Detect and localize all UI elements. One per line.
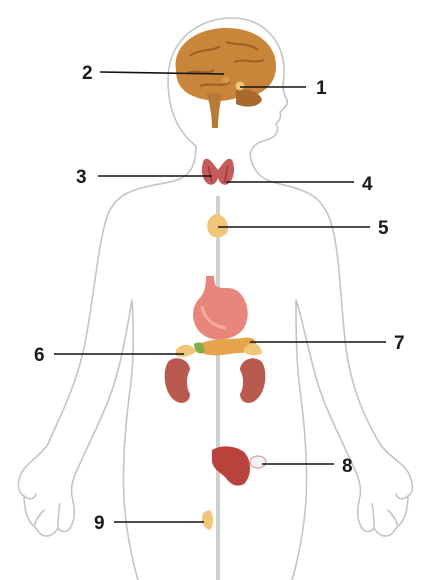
thymus-gland <box>207 214 228 237</box>
adrenal-gland <box>176 345 196 357</box>
pituitary-gland <box>236 82 245 91</box>
label-8: 8 <box>342 456 353 477</box>
label-2: 2 <box>82 63 93 84</box>
left-hand-fingers <box>24 494 60 528</box>
hypothalamus <box>223 77 230 84</box>
brain-hemisphere <box>176 28 276 101</box>
ovary <box>250 456 266 468</box>
label-4: 4 <box>362 174 373 195</box>
label-5: 5 <box>378 218 389 239</box>
right-kidney <box>240 358 265 403</box>
left-kidney <box>165 358 190 403</box>
testis <box>202 510 213 530</box>
label-1: 1 <box>316 78 327 99</box>
right-hand-fingers <box>372 494 408 528</box>
label-7: 7 <box>394 333 405 354</box>
label-3: 3 <box>76 167 87 188</box>
label-9: 9 <box>94 513 105 534</box>
label-6: 6 <box>34 345 45 366</box>
brain-stem <box>206 92 222 128</box>
thyroid-gland <box>202 159 234 185</box>
